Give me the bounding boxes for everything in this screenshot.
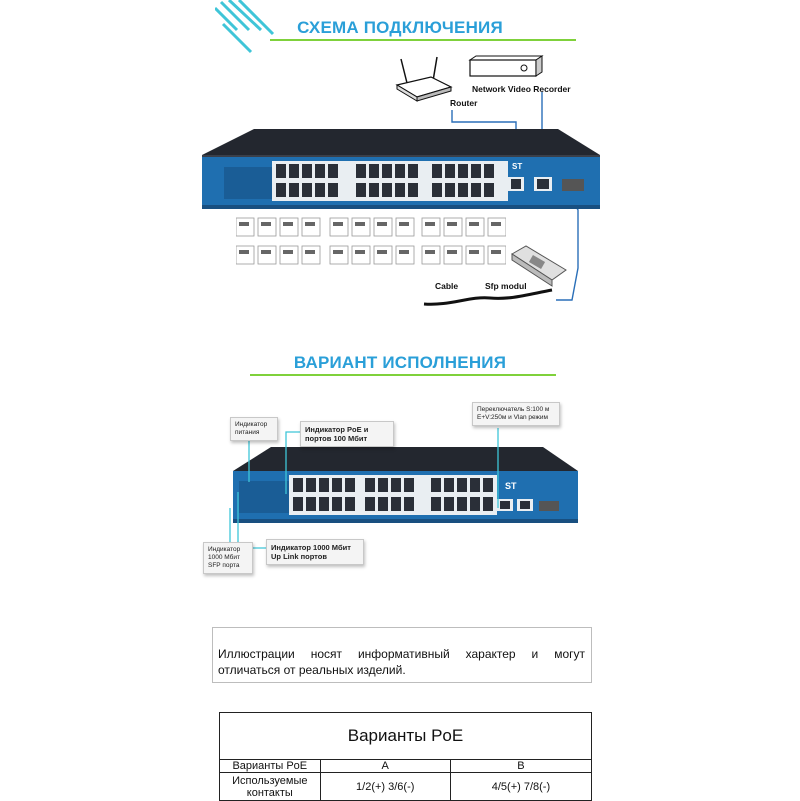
router-label: Router (450, 98, 478, 108)
fiber-cable-icon (423, 288, 553, 306)
sfp-label: Sfp modul (485, 281, 527, 291)
disclaimer-note: Иллюстрации носят информативный характер… (212, 627, 592, 683)
variant-title-underline (250, 374, 556, 376)
callout-sfp-indicator: Индикатор 1000 Мбит SFP порта (203, 542, 253, 574)
poe-switch-image: ST (202, 129, 600, 209)
scheme-title: СХЕМА ПОДКЛЮЧЕНИЯ (297, 18, 503, 37)
callout-power-indicator: Индикатор питания (230, 417, 278, 441)
camera-icons (235, 217, 507, 265)
callout-uplink-indicator: Индикатор 1000 Мбит Up Link портов (266, 539, 364, 565)
callout-mode-switch: Переключатель S:100 м E+V:250м и Vlan ре… (472, 402, 560, 426)
sfp-module-icon (511, 245, 567, 287)
table-row: Используемые контакты 1/2(+) 3/6(-) 4/5(… (219, 772, 593, 801)
poe-variants-table: Варианты PoE Варианты PoE A B Используем… (219, 712, 593, 801)
table-header-label: Варианты PoE (219, 759, 321, 773)
router-icon (395, 56, 453, 102)
decor-stripes (215, 0, 275, 54)
camera-grid (235, 216, 507, 268)
nvr-label: Network Video Recorder (472, 84, 571, 94)
cable-label: Cable (435, 281, 459, 291)
table-a-value: 1/2(+) 3/6(-) (319, 772, 451, 801)
table-row-label: Используемые контакты (219, 772, 321, 801)
scheme-title-underline (270, 39, 576, 41)
callout-poe-indicator: Индикатор PoE и портов 100 Мбит (300, 421, 394, 447)
svg-text:ST: ST (512, 162, 522, 171)
svg-text:ST: ST (505, 481, 517, 491)
table-b-value: 4/5(+) 7/8(-) (449, 772, 593, 801)
table-col-a: A (319, 759, 451, 773)
table-title: Варианты PoE (219, 712, 592, 760)
variant-title: ВАРИАНТ ИСПОЛНЕНИЯ (293, 353, 507, 372)
nvr-icon (468, 55, 544, 77)
table-row: Варианты PoE A B (219, 759, 593, 773)
poe-switch-front-image: ST (233, 447, 578, 523)
table-col-b: B (449, 759, 593, 773)
table-row: Варианты PoE (219, 712, 592, 760)
